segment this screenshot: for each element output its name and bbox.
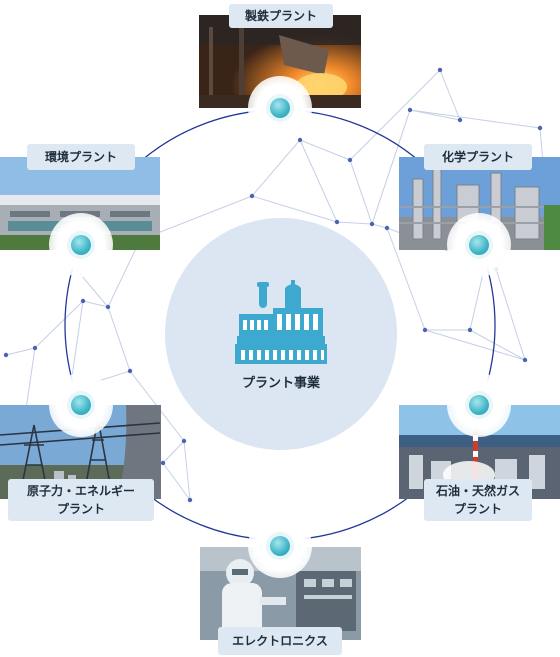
network-dot — [457, 117, 463, 123]
node-nuclear-energy[interactable] — [49, 373, 113, 437]
network-line — [34, 300, 84, 349]
network-line — [409, 109, 461, 121]
network-line — [162, 440, 185, 464]
network-dot — [3, 352, 9, 358]
network-dot — [160, 460, 166, 466]
network-line — [251, 139, 301, 197]
network-line — [5, 347, 36, 356]
network-dot — [437, 67, 443, 73]
node-chemical[interactable] — [447, 213, 511, 277]
network-line — [469, 329, 526, 361]
sector-label-environment: 環境プラント — [27, 144, 135, 170]
network-dot — [422, 327, 428, 333]
network-line — [409, 109, 541, 129]
network-line — [349, 159, 373, 225]
node-electronics[interactable] — [248, 514, 312, 578]
network-dot — [80, 298, 86, 304]
factory-icon — [235, 279, 327, 364]
sector-label-electronics: エレクトロニクス — [218, 627, 342, 655]
network-line — [386, 227, 426, 331]
node-dot — [71, 395, 91, 415]
network-line — [82, 300, 109, 308]
network-line — [183, 440, 191, 501]
network-dot — [537, 125, 543, 131]
sector-label-nuclear-energy: 原子力・エネルギー プラント — [8, 479, 154, 521]
network-dot — [127, 368, 133, 374]
network-line — [299, 139, 338, 223]
network-line — [107, 306, 131, 372]
network-dot — [347, 157, 353, 163]
steel-mill-photo — [199, 15, 361, 108]
node-environment[interactable] — [49, 213, 113, 277]
network-line — [349, 69, 441, 161]
node-dot — [469, 235, 489, 255]
sector-label-steel: 製鉄プラント — [229, 4, 333, 28]
network-line — [107, 239, 141, 308]
network-dot — [407, 107, 413, 113]
network-line — [495, 268, 526, 361]
network-dot — [467, 327, 473, 333]
node-steel[interactable] — [248, 76, 312, 140]
sector-label-oil-gas: 石油・天然ガス プラント — [424, 479, 532, 521]
network-dot — [249, 193, 255, 199]
node-dot — [71, 235, 91, 255]
network-line — [251, 195, 338, 223]
network-line — [299, 139, 351, 161]
node-oil-gas[interactable] — [447, 373, 511, 437]
chemical-plant-photo — [399, 157, 560, 250]
network-line — [439, 69, 461, 121]
network-line — [162, 462, 191, 501]
network-line — [371, 223, 388, 229]
node-dot — [270, 98, 290, 118]
network-dot — [297, 137, 303, 143]
network-dot — [369, 221, 375, 227]
network-line — [424, 329, 526, 361]
network-dot — [384, 225, 390, 231]
sector-label-chemical: 化学プラント — [424, 144, 532, 170]
node-dot — [270, 536, 290, 556]
network-dot — [522, 357, 528, 363]
center-label: プラント事業 — [241, 375, 320, 391]
node-dot — [469, 395, 489, 415]
network-dot — [181, 438, 187, 444]
network-dot — [334, 219, 340, 225]
network-dot — [32, 345, 38, 351]
center-hub[interactable]: プラント事業 — [165, 218, 397, 450]
network-line — [336, 221, 373, 225]
network-dot — [105, 304, 111, 310]
network-line — [371, 109, 411, 225]
network-dot — [187, 497, 193, 503]
